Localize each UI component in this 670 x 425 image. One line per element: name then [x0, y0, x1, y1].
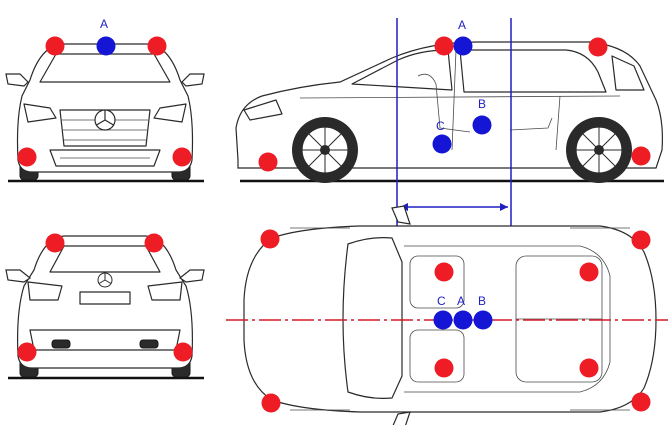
- top-view-rear-seat-right-marker: [579, 358, 599, 378]
- top-roof-outline: [404, 245, 611, 393]
- top-label-b: B: [478, 294, 486, 308]
- top-view-point-c: [433, 310, 453, 330]
- front-wheel: [292, 117, 358, 183]
- front-seat-outline: [417, 73, 471, 133]
- sensor-points: [17, 36, 651, 413]
- top-label-c: C: [437, 294, 446, 308]
- top-view-point-a: [453, 310, 473, 330]
- front-view-point-a: [96, 36, 116, 56]
- rear-right-mirror: [178, 269, 205, 283]
- left-exhaust: [51, 339, 71, 349]
- side-label-a: A: [458, 18, 466, 32]
- front-view-top-right-marker: [147, 36, 167, 56]
- side-view-car: [235, 18, 664, 345]
- top-view-point-b: [473, 310, 493, 330]
- front-view-bottom-right-marker: [172, 147, 192, 167]
- rear-view-car: [5, 235, 205, 380]
- rear-view-top-right-marker: [144, 233, 164, 253]
- front-view-bottom-left-marker: [17, 147, 37, 167]
- top-view-rear-seat-left-marker: [579, 262, 599, 282]
- top-left-mirror: [391, 205, 411, 225]
- side-headlight: [243, 99, 283, 121]
- top-right-mirror: [392, 411, 411, 425]
- rear-left-taillight: [27, 281, 63, 301]
- rear-seat-outline: [509, 117, 553, 131]
- front-left-mirror: [5, 73, 29, 87]
- seat-travel-arrow: [400, 203, 508, 211]
- front-grille: [59, 109, 151, 147]
- top-view-front-seat-left-marker: [434, 262, 454, 282]
- side-view-point-a: [453, 36, 473, 56]
- rear-wheel: [566, 117, 632, 183]
- top-windshield: [342, 237, 403, 399]
- rear-left-mirror: [5, 269, 32, 283]
- top-view-rear-left-marker: [631, 230, 651, 250]
- front-label-a: A: [100, 17, 108, 31]
- side-view-point-c: [432, 134, 452, 154]
- front-right-mirror: [181, 73, 205, 87]
- top-view-front-right-marker: [261, 393, 281, 413]
- side-view-front-bumper-marker: [258, 152, 278, 172]
- top-front-left-seat: [409, 255, 465, 309]
- rear-view-top-left-marker: [45, 233, 65, 253]
- side-view-rear-bumper-marker: [631, 146, 651, 166]
- front-view-car: [5, 43, 205, 183]
- side-label-c: C: [436, 119, 445, 133]
- side-view-roof-front-marker: [434, 36, 454, 56]
- front-view-top-left-marker: [45, 36, 65, 56]
- rear-brand-star-icon: [97, 272, 113, 288]
- seat-reference-points: [96, 36, 493, 330]
- rear-view-bottom-left-marker: [17, 342, 37, 362]
- top-front-right-seat: [409, 329, 465, 383]
- rear-view-bottom-right-marker: [173, 342, 193, 362]
- top-view-front-seat-right-marker: [434, 358, 454, 378]
- top-label-a: A: [457, 294, 465, 308]
- top-view-front-left-marker: [260, 229, 280, 249]
- rear-view-body: [17, 235, 193, 369]
- front-left-headlight: [23, 103, 57, 123]
- front-right-headlight: [153, 103, 187, 123]
- front-view-body: [16, 43, 194, 173]
- side-view-point-b: [472, 115, 492, 135]
- brand-star-icon: [94, 109, 116, 131]
- rear-side-window: [459, 49, 607, 93]
- license-plate: [79, 291, 131, 305]
- front-lower-intake: [49, 149, 161, 167]
- rear-right-taillight: [147, 281, 183, 301]
- right-exhaust: [139, 339, 159, 349]
- side-label-b: B: [478, 97, 486, 111]
- side-view-roof-rear-marker: [588, 37, 608, 57]
- top-view-rear-right-marker: [631, 392, 651, 412]
- quarter-window: [611, 55, 645, 91]
